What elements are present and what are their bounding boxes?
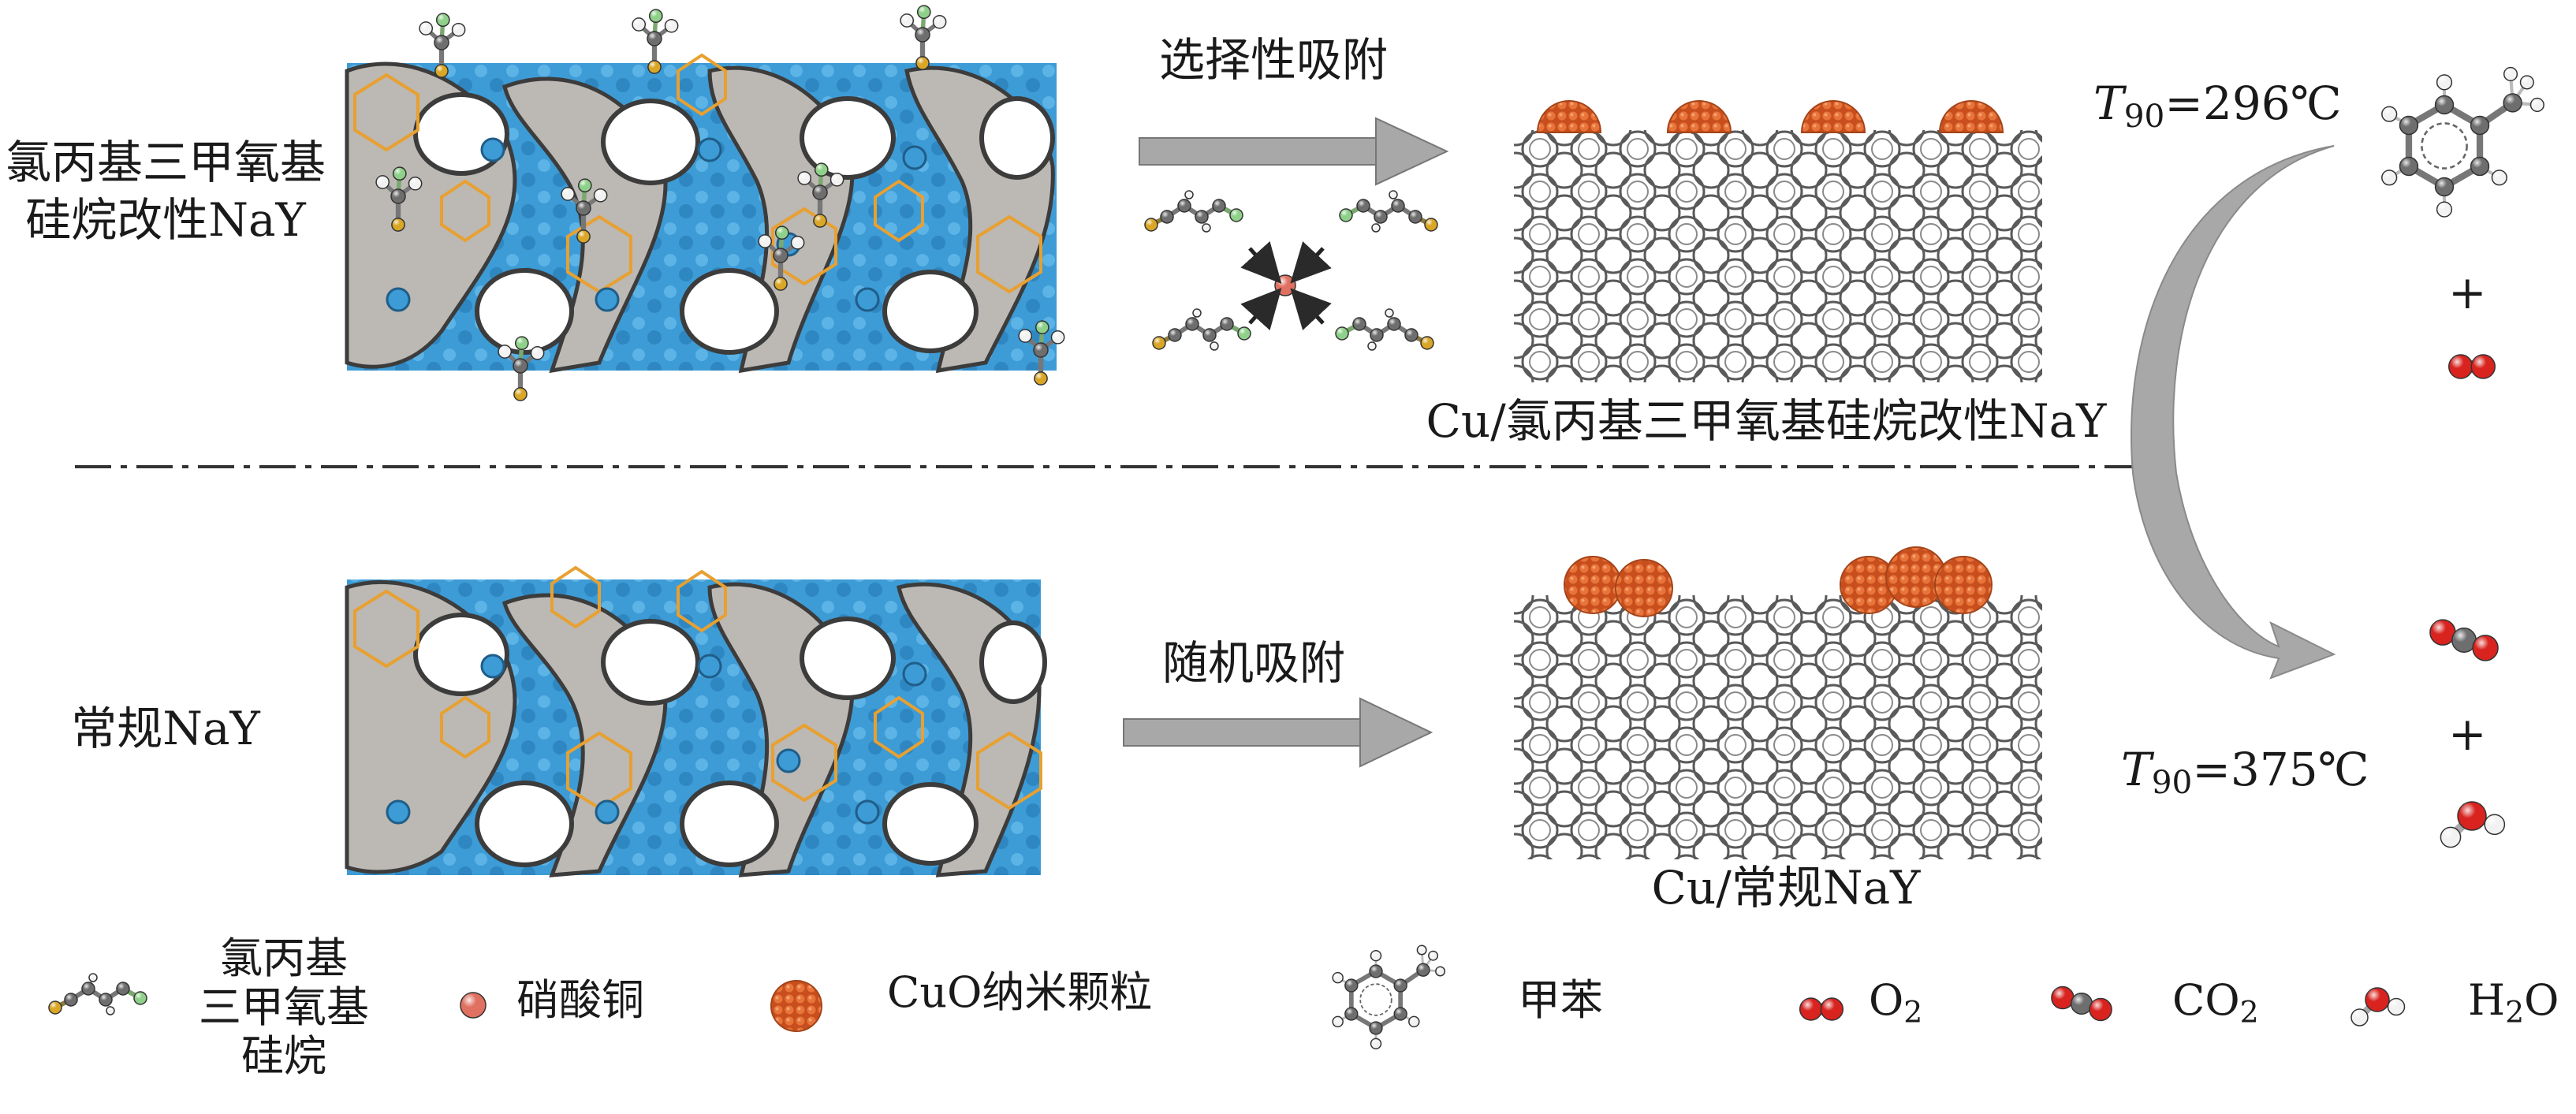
top-row-label-line1: 氯丙基三甲氧基 [0, 134, 331, 192]
reactant-o2 [2449, 355, 2496, 378]
legend-h2o-icon [2351, 988, 2405, 1026]
legend-co2-sub: 2 [2240, 994, 2259, 1029]
t90-top-label: T90=296℃ [2093, 75, 2342, 136]
t90-bottom-sub: 90 [2152, 763, 2193, 801]
top-product-label: Cu/氯丙基三甲氧基硅烷改性NaY [1388, 393, 2145, 450]
top-cuo-particle-3 [1802, 101, 1865, 132]
top-catalyst-framework [1514, 130, 2042, 382]
legend-co2-icon [2052, 987, 2112, 1021]
bottom-cuo-particle-2 [1616, 560, 1672, 617]
legend-silane-label: 氯丙基 三甲氧基 硅烷 [166, 934, 402, 1081]
scheme-attraction-arrow-4 [1301, 300, 1323, 323]
legend-toluene-label: 甲苯 [1518, 976, 1603, 1025]
plus-sign-products: + [2448, 706, 2487, 763]
bottom-cuo-particle-5 [1935, 557, 1992, 613]
legend-cuo-label: CuO纳米颗粒 [887, 968, 1152, 1017]
scheme-silane-lower-right [1336, 309, 1433, 350]
legend-toluene-icon [1333, 945, 1445, 1049]
bottom-row-label: 常规NaY [71, 700, 260, 758]
legend-o2-main: O [1869, 975, 1903, 1025]
legend-h2o-label: H2O [2468, 976, 2559, 1030]
conventional-nay-zeolite-structure [347, 568, 1045, 875]
t90-top-sub: 90 [2124, 97, 2165, 135]
t90-top-symbol: T [2093, 76, 2124, 130]
scheme-silane-upper-left [1145, 191, 1243, 232]
legend-co2-label: CO2 [2172, 976, 2259, 1030]
legend-o2-label: O2 [1869, 976, 1922, 1030]
reaction-curved-arrow [2131, 146, 2334, 678]
scheme-attraction-arrow-3 [1250, 300, 1271, 323]
legend-silane-icon [49, 974, 147, 1015]
product-co2 [2430, 620, 2498, 661]
scheme-attraction-arrow-2 [1301, 248, 1323, 272]
scheme-silane-lower-left [1153, 309, 1251, 350]
legend-cuo-icon [771, 981, 822, 1031]
legend-h2o-tail: O [2524, 975, 2559, 1025]
bottom-cuo-particle-1 [1564, 557, 1621, 613]
top-cuo-particle-1 [1538, 101, 1601, 132]
legend-co2-main: CO [2172, 975, 2240, 1025]
selective-adsorption-arrow [1139, 118, 1447, 184]
plus-sign-reactants: + [2448, 264, 2487, 322]
legend-silane-line2: 三甲氧基 [166, 983, 402, 1032]
t90-bottom-label: T90=375℃ [2121, 741, 2369, 803]
top-cuo-particle-2 [1668, 101, 1731, 132]
product-h2o [2440, 802, 2504, 848]
t90-bottom-value: =375℃ [2192, 743, 2369, 796]
top-cuo-particle-4 [1940, 101, 2003, 132]
bottom-product-label: Cu/常规NaY [1616, 859, 1955, 917]
reactant-toluene [2382, 68, 2544, 217]
top-row-label-line2: 硅烷改性NaY [0, 192, 331, 249]
scheme-copper-nitrate [1250, 248, 1323, 323]
random-adsorption-label: 随机吸附 [1135, 635, 1372, 692]
random-adsorption-arrow [1124, 699, 1431, 766]
zeolite-surface-silane-3 [900, 6, 946, 69]
bottom-catalyst-framework [1514, 595, 2042, 859]
selective-adsorption-label: 选择性吸附 [1135, 32, 1411, 89]
legend-copper-nitrate-icon [460, 993, 486, 1018]
top-row-label: 氯丙基三甲氧基 硅烷改性NaY [0, 134, 331, 248]
legend-silane-line3: 硅烷 [166, 1032, 402, 1081]
scheme-attraction-arrow-1 [1250, 248, 1271, 272]
modified-nay-zeolite-structure [347, 55, 1057, 371]
legend-h2o-sub: 2 [2505, 994, 2524, 1029]
legend-o2-sub: 2 [1903, 994, 1922, 1029]
legend-silane-line1: 氯丙基 [166, 934, 402, 983]
legend-h2o-main: H [2468, 975, 2505, 1025]
scheme-silane-upper-right [1340, 191, 1437, 232]
legend-copper-nitrate-label: 硝酸铜 [516, 976, 644, 1025]
t90-top-value: =296℃ [2164, 76, 2341, 130]
legend-o2-icon [1800, 998, 1843, 1020]
t90-bottom-symbol: T [2121, 743, 2152, 796]
